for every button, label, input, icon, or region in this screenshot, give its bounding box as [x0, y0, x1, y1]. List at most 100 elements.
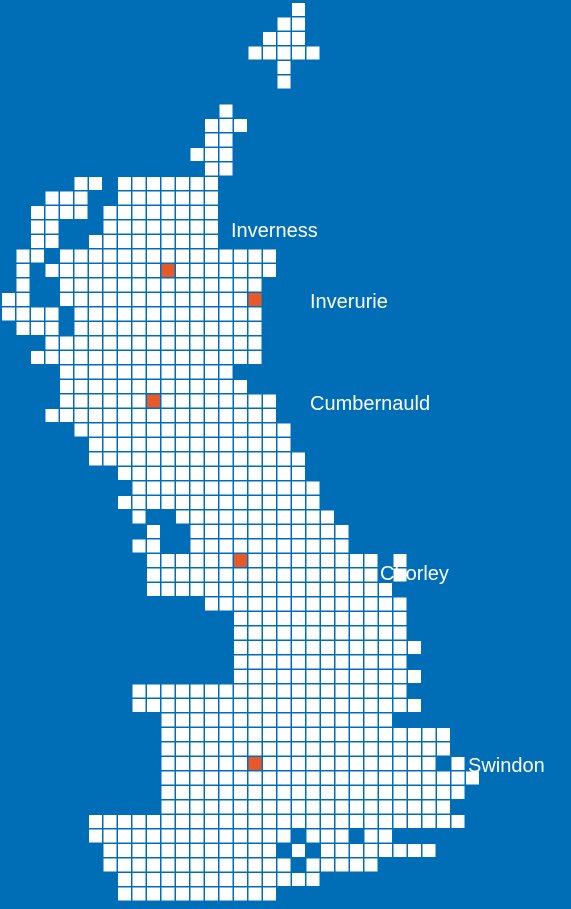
land-tile	[132, 481, 146, 495]
land-tile	[277, 597, 291, 611]
land-tile	[60, 351, 73, 364]
land-tile	[277, 786, 291, 799]
land-tile	[60, 394, 73, 408]
land-tile	[118, 394, 131, 408]
land-tile	[176, 365, 189, 379]
land-tile	[89, 351, 102, 364]
land-tile	[292, 713, 305, 727]
land-tile	[277, 525, 291, 538]
land-tile	[219, 844, 233, 857]
land-tile	[147, 380, 160, 393]
land-tile	[393, 742, 407, 756]
land-tile	[277, 539, 291, 553]
land-tile	[234, 496, 247, 509]
land-tile	[451, 815, 465, 828]
land-tile	[205, 148, 218, 161]
land-tile	[118, 191, 131, 205]
land-tile	[60, 206, 73, 219]
land-tile	[2, 307, 15, 321]
land-tile	[219, 771, 233, 785]
land-tile	[335, 626, 349, 640]
land-tile	[147, 293, 160, 306]
land-tile	[205, 873, 218, 886]
land-tile	[248, 742, 262, 756]
land-tile	[147, 496, 160, 509]
land-tile	[234, 423, 247, 437]
land-tile	[248, 409, 262, 422]
land-tile	[234, 699, 247, 712]
land-tile	[379, 597, 392, 611]
land-tile	[147, 583, 160, 596]
land-tile	[190, 728, 204, 741]
land-tile	[118, 409, 131, 422]
land-tile	[74, 249, 88, 263]
land-tile	[306, 684, 320, 698]
land-tile	[277, 699, 291, 712]
land-tile	[205, 757, 218, 770]
land-tile	[263, 264, 276, 277]
land-tile	[306, 771, 320, 785]
land-tile	[335, 539, 349, 553]
land-tile	[263, 815, 276, 828]
land-tile	[219, 873, 233, 886]
land-tile	[190, 713, 204, 727]
land-tile	[350, 771, 363, 785]
land-tile	[74, 206, 88, 219]
land-tile	[161, 380, 175, 393]
marker-inverurie	[248, 293, 262, 306]
land-tile	[277, 670, 291, 683]
land-tile	[190, 742, 204, 756]
land-tile	[190, 220, 204, 234]
land-tile	[161, 858, 175, 872]
land-tile	[190, 568, 204, 582]
land-tile	[263, 554, 276, 567]
land-tile	[219, 148, 233, 161]
land-tile	[190, 365, 204, 379]
land-tile	[190, 554, 204, 567]
land-tile	[321, 771, 334, 785]
land-tile	[219, 815, 233, 828]
land-tile	[292, 467, 305, 480]
land-tile	[161, 728, 175, 741]
land-tile	[161, 467, 175, 480]
land-tile	[321, 568, 334, 582]
land-tile	[234, 887, 247, 901]
land-tile	[45, 322, 59, 335]
land-tile	[147, 873, 160, 886]
land-tile	[176, 264, 189, 277]
land-tile	[364, 670, 378, 683]
land-tile	[248, 786, 262, 799]
land-tile	[132, 322, 146, 335]
land-tile	[132, 177, 146, 190]
land-tile	[335, 583, 349, 596]
land-tile	[393, 670, 407, 683]
land-tile	[176, 220, 189, 234]
land-tile	[89, 249, 102, 263]
land-tile	[306, 655, 320, 669]
land-tile	[350, 684, 363, 698]
land-tile	[147, 525, 160, 538]
land-tile	[205, 452, 218, 466]
land-tile	[219, 467, 233, 480]
land-tile	[321, 684, 334, 698]
land-tile	[437, 815, 450, 828]
label-cumbernauld: Cumbernauld	[310, 393, 431, 415]
land-tile	[321, 757, 334, 770]
land-tile	[335, 771, 349, 785]
land-tile	[292, 786, 305, 799]
land-tile	[248, 858, 262, 872]
land-tile	[176, 467, 189, 480]
land-tile	[234, 829, 247, 843]
land-tile	[335, 670, 349, 683]
land-tile	[306, 786, 320, 799]
land-tile	[161, 394, 175, 408]
land-tile	[176, 887, 189, 901]
land-tile	[147, 699, 160, 712]
land-tile	[364, 858, 378, 872]
land-tile	[306, 800, 320, 814]
land-tile	[248, 655, 262, 669]
land-tile	[161, 757, 175, 770]
land-tile	[277, 713, 291, 727]
land-tile	[408, 771, 421, 785]
land-tile	[205, 307, 218, 321]
